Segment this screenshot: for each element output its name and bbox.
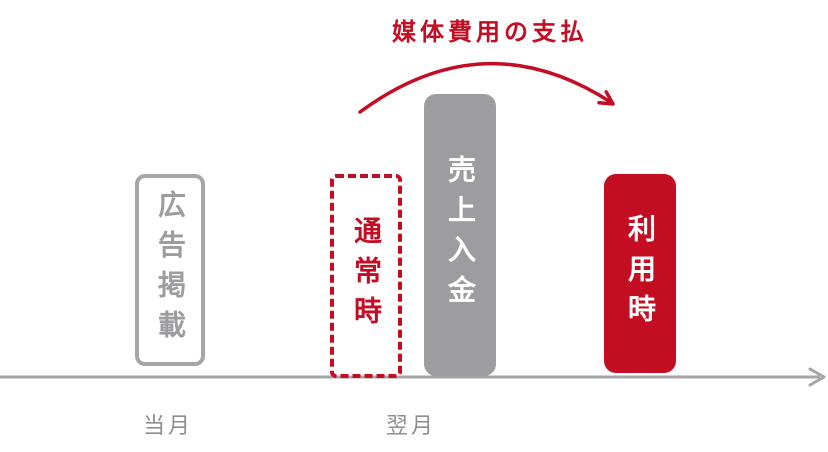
timeline-axis <box>0 367 826 387</box>
diagram-title: 媒体費用の支払 <box>392 19 588 46</box>
sales-deposit-box: 売上入金 <box>424 94 496 376</box>
ad-placement-box: 広告掲載 <box>135 174 205 366</box>
label-current-month: 当月 <box>143 413 194 438</box>
label-next-month: 翌月 <box>386 413 437 438</box>
ad-placement-label: 広告掲載 <box>155 190 186 350</box>
sales-deposit-label: 売上入金 <box>445 155 476 315</box>
usage-time-label: 利用時 <box>625 213 656 334</box>
normal-time-box: 通常時 <box>330 174 402 378</box>
normal-time-label: 通常時 <box>351 216 382 336</box>
usage-time-box: 利用時 <box>604 174 676 373</box>
